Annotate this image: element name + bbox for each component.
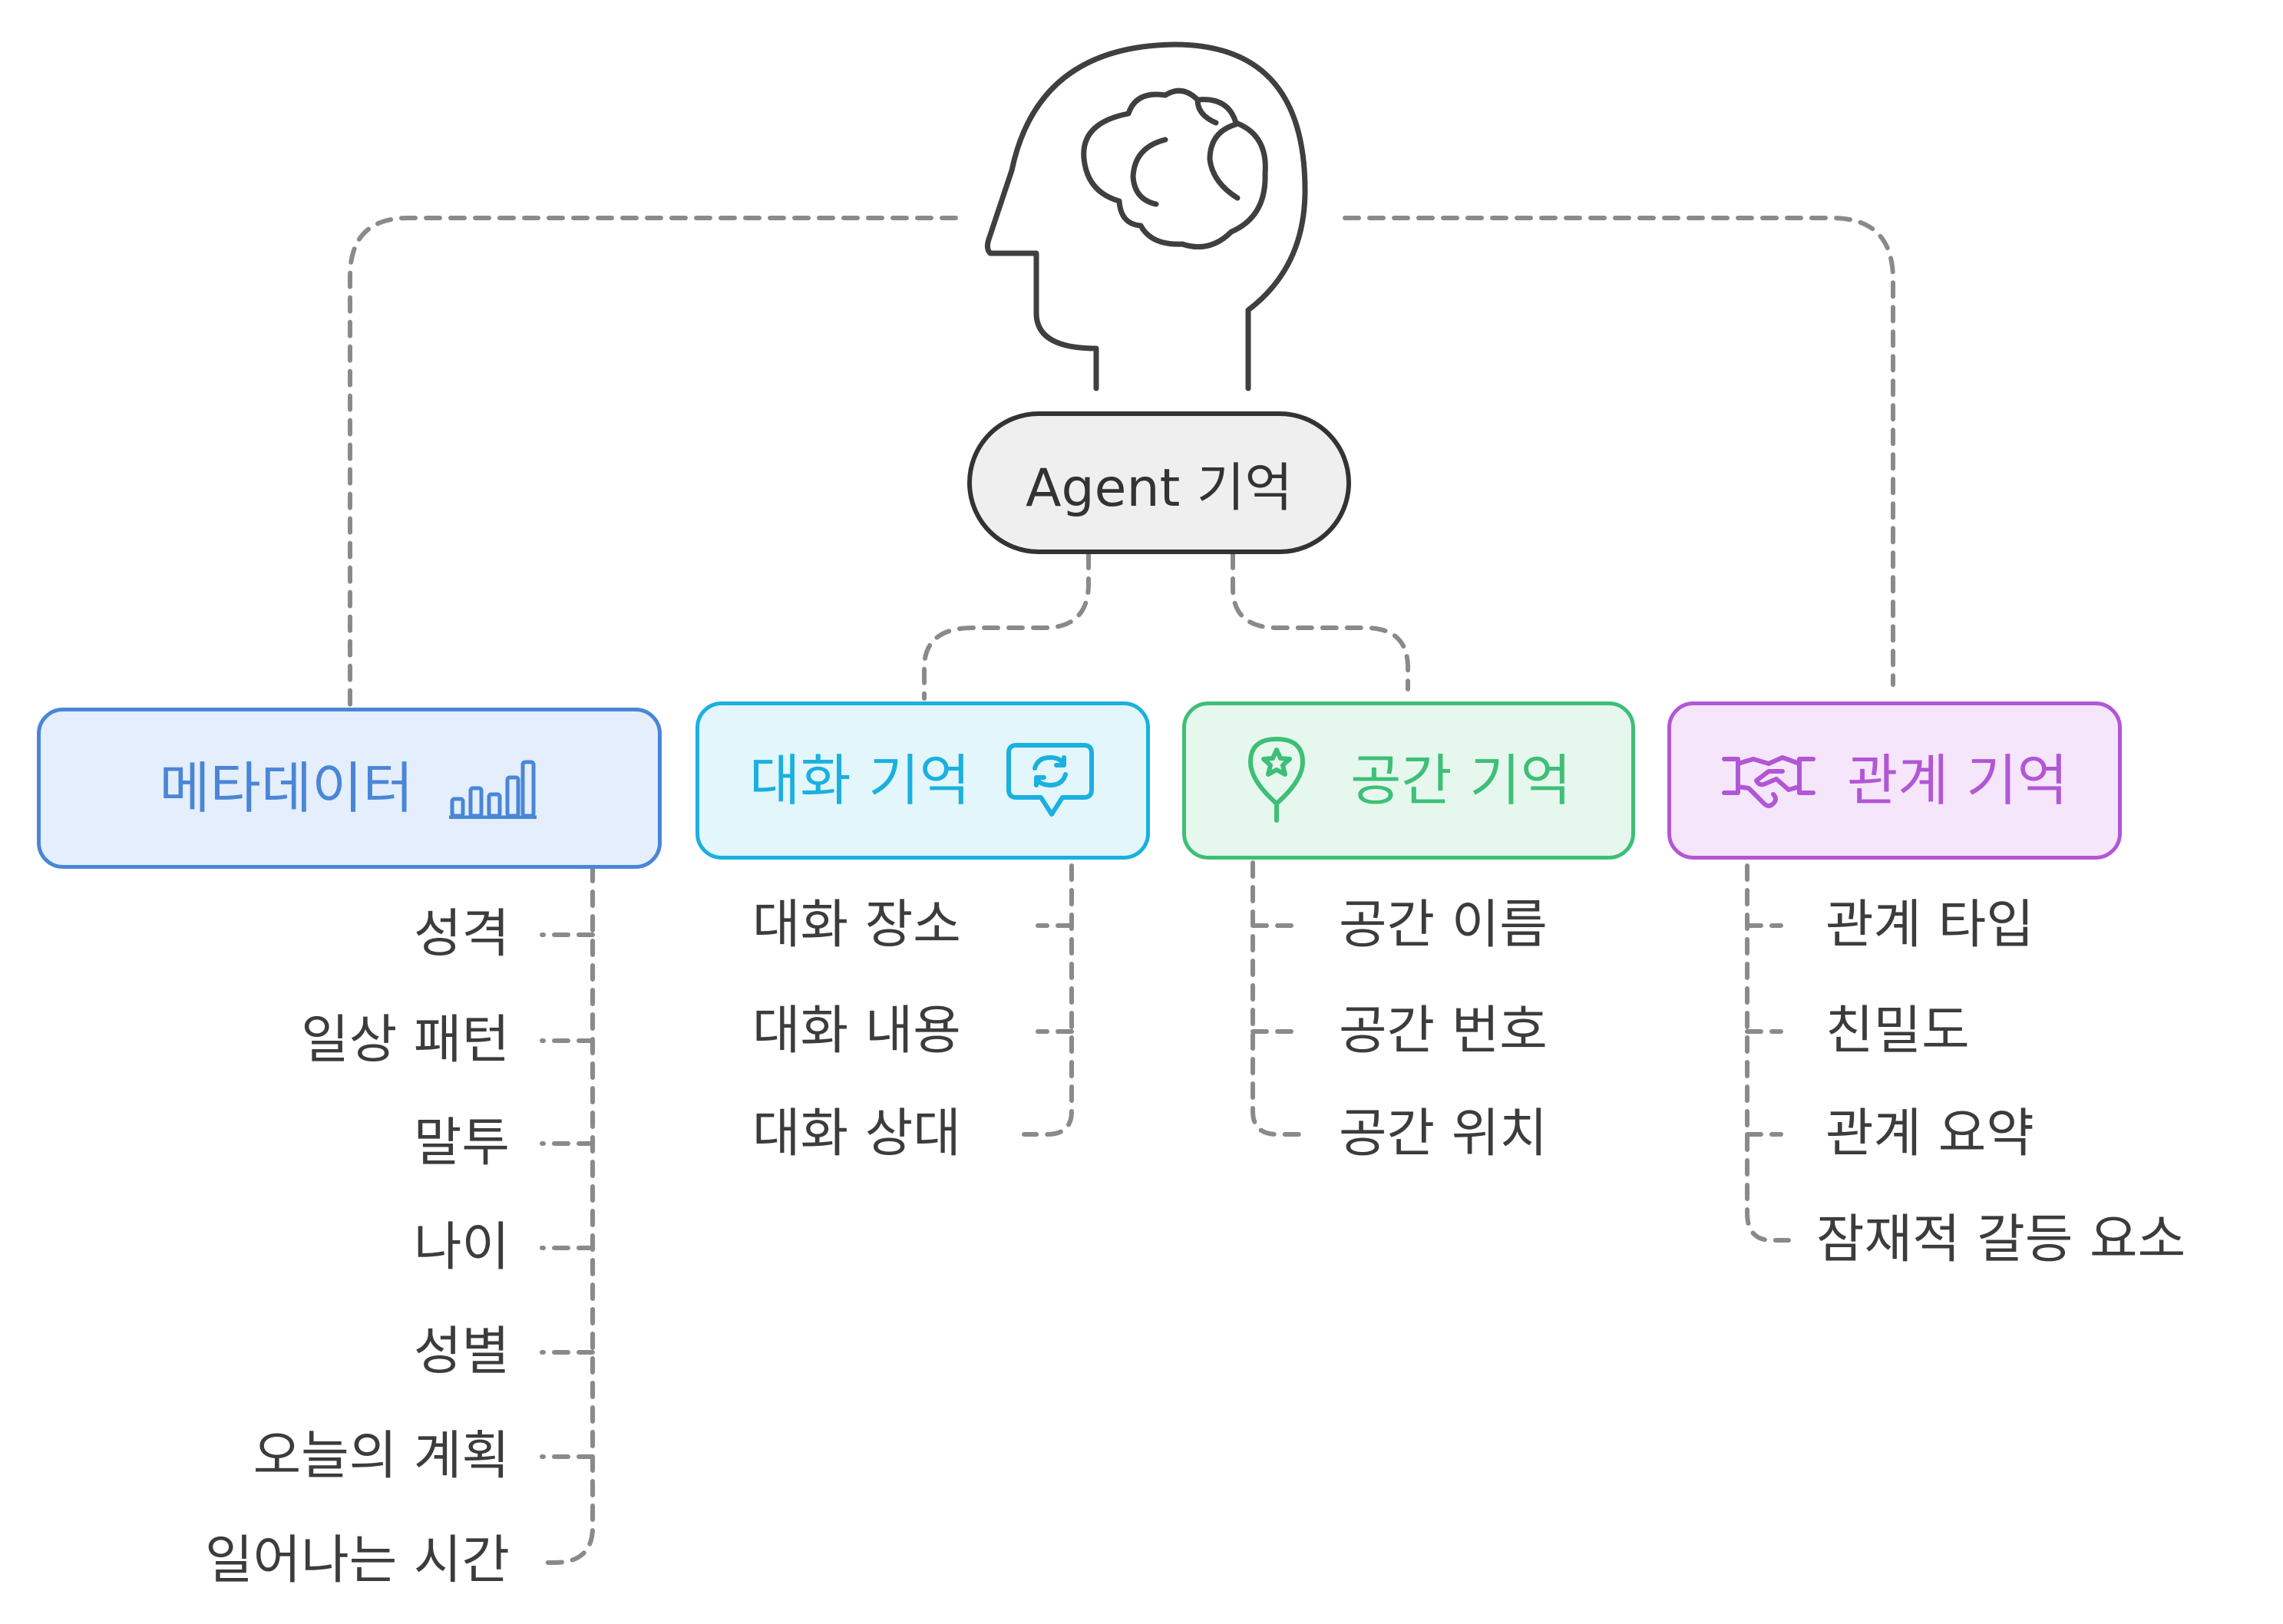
category-conversation-label: 대화 기억	[749, 748, 970, 813]
root-node: Agent 기억	[967, 411, 1351, 554]
bar-chart-icon	[448, 760, 537, 819]
list-item: 공간 위치	[1339, 1104, 1548, 1164]
list-item: 오늘의 계획	[253, 1426, 510, 1487]
location-pin-icon	[1248, 737, 1306, 823]
list-item: 일어나는 시간	[205, 1530, 510, 1591]
category-metadata: 메타데이터	[37, 708, 662, 869]
category-relationship-label: 관계 기억	[1847, 748, 2068, 813]
chat-refresh-icon	[1006, 743, 1094, 817]
root-label: Agent 기억	[1025, 457, 1293, 519]
category-conversation: 대화 기억	[695, 701, 1150, 860]
list-item: 대화 내용	[752, 1001, 961, 1061]
list-item: 친밀도	[1825, 1001, 1970, 1061]
list-item: 관계 요약	[1825, 1104, 2034, 1164]
list-item: 공간 번호	[1339, 1001, 1548, 1061]
list-item: 대화 상대	[752, 1104, 961, 1164]
handshake-icon	[1722, 755, 1816, 808]
list-item: 일상 패턴	[301, 1010, 510, 1071]
list-item: 나이	[413, 1217, 510, 1278]
list-item: 성격	[413, 904, 510, 965]
list-item: 공간 이름	[1339, 895, 1548, 956]
list-item: 잠재적 갈등 요소	[1816, 1210, 2186, 1270]
list-item: 대화 장소	[752, 895, 961, 956]
list-item: 성별	[413, 1322, 510, 1382]
category-metadata-label: 메타데이터	[159, 756, 414, 820]
brain-head-icon	[984, 41, 1308, 391]
category-space: 공간 기억	[1182, 701, 1635, 860]
list-item: 관계 타입	[1825, 895, 2034, 956]
category-space-label: 공간 기억	[1350, 748, 1571, 813]
list-item: 말투	[413, 1113, 510, 1173]
category-relationship: 관계 기억	[1667, 701, 2122, 860]
